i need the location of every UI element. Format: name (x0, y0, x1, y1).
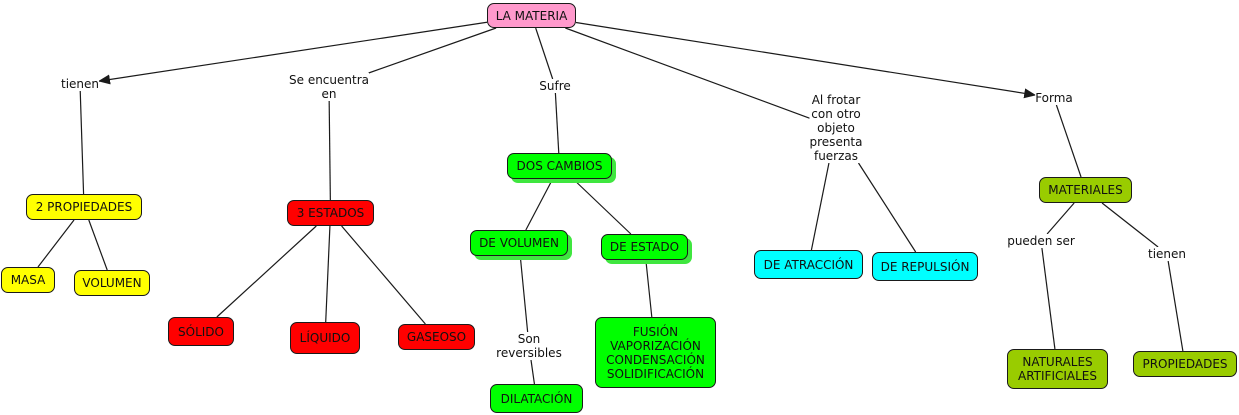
concept-cambios-estado[interactable]: FUSIÓN VAPORIZACIÓN CONDENSACIÓN SOLIDIF… (595, 317, 716, 388)
concept-3-estados[interactable]: 3 ESTADOS (287, 200, 374, 226)
connection-de-volumen-to-son-reversibles (519, 255, 529, 333)
concept-naturales-artificiales[interactable]: NATURALES ARTIFICIALES (1007, 349, 1108, 389)
linking-phrase-tienen[interactable]: tienen (60, 77, 100, 91)
connection-la-materia-to-se-encuentra-en (368, 27, 497, 74)
concept-de-volumen[interactable]: DE VOLUMEN (470, 230, 568, 256)
concept-solido[interactable]: SÓLIDO (168, 317, 234, 346)
connection-materiales-to-pueden-ser (1046, 202, 1075, 235)
connection-la-materia-to-sufre (535, 27, 554, 80)
connection-la-materia-to-al-frotar (565, 27, 810, 119)
connection-3-estados-to-solido (216, 225, 317, 318)
concept-gaseoso[interactable]: GASEOSO (398, 324, 475, 350)
concept-de-estado[interactable]: DE ESTADO (601, 234, 688, 260)
connection-al-frotar-to-de-atraccion (810, 162, 830, 251)
connection-de-estado-to-cambios-estado (645, 259, 653, 318)
concept-dilatacion[interactable]: DILATACIÓN (490, 384, 583, 413)
concept-de-atraccion[interactable]: DE ATRACCIÓN (754, 250, 863, 279)
connection-dos-cambios-to-de-volumen (525, 178, 554, 231)
concept-masa[interactable]: MASA (1, 267, 55, 293)
concept-materiales[interactable]: MATERIALES (1039, 177, 1132, 203)
linking-phrase-forma[interactable]: Forma (1035, 91, 1073, 105)
linking-phrase-son-reversibles[interactable]: Son reversibles (496, 332, 562, 360)
connection-la-materia-to-tienen-1 (98, 21, 488, 85)
concept-de-repulsion[interactable]: DE REPULSIÓN (872, 252, 978, 281)
concept-dos-cambios[interactable]: DOS CAMBIOS (507, 153, 612, 179)
connection-la-materia-to-forma (575, 21, 1037, 99)
concept-la-materia[interactable]: LA MATERIA (487, 3, 576, 28)
connection-3-estados-to-liquido (325, 225, 331, 323)
connection-dos-cambios-to-de-estado (572, 178, 632, 235)
linking-phrase-sufre[interactable]: Sufre (539, 79, 571, 93)
connection-tienen-2-to-propiedades (1167, 260, 1184, 352)
connection-tienen-1-to-2-propiedades (79, 90, 85, 195)
connection-2-propiedades-to-masa (37, 219, 75, 268)
connection-2-propiedades-to-volumen (88, 219, 108, 271)
concept-volumen[interactable]: VOLUMEN (74, 270, 150, 296)
concept-2-propiedades[interactable]: 2 PROPIEDADES (26, 194, 142, 220)
connection-son-reversibles-to-dilatacion (530, 359, 536, 385)
connection-materiales-to-tienen-2 (1101, 202, 1159, 248)
linking-phrase-pueden-ser[interactable]: pueden ser (1007, 234, 1075, 248)
concept-liquido[interactable]: LÍQUIDO (290, 322, 360, 354)
linking-phrase-se-encuentra-en[interactable]: Se encuentra en (289, 73, 369, 101)
connection-forma-to-materiales (1055, 104, 1082, 178)
connection-3-estados-to-gaseoso (341, 225, 426, 325)
concept-propiedades[interactable]: PROPIEDADES (1133, 351, 1237, 377)
connection-pueden-ser-to-naturales-artificiales (1041, 247, 1056, 350)
connection-se-encuentra-en-to-3-estados (328, 100, 331, 201)
connection-al-frotar-to-de-repulsion (857, 162, 917, 253)
linking-phrase-tienen-materiales[interactable]: tienen (1147, 247, 1187, 261)
connection-sufre-to-dos-cambios (554, 92, 560, 154)
linking-phrase-al-frotar[interactable]: Al frotar con otro objeto presenta fuerz… (809, 93, 863, 163)
